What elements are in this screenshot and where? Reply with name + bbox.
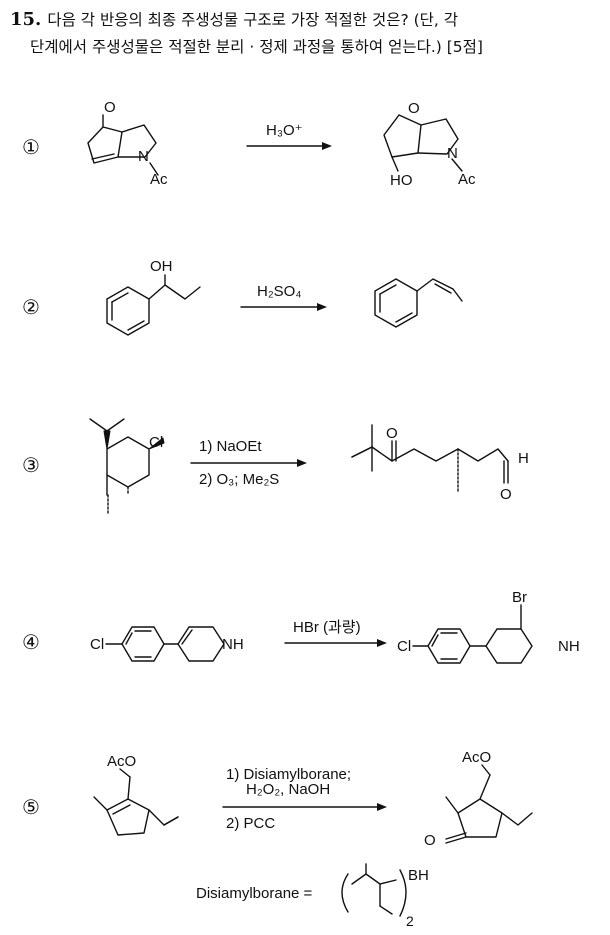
- reaction-2-sm-oh: OH: [150, 258, 173, 275]
- reaction-2-product: [374, 278, 463, 328]
- reaction-3-reagent-1: 1) NaOEt: [199, 438, 262, 455]
- bracket-right: [399, 869, 407, 917]
- reaction-4: Cl NH HBr (과량) Cl Br NH: [90, 589, 580, 664]
- reaction-3-prod-o2: O: [500, 486, 512, 503]
- disiamylborane-footnote: Disiamylborane = BH 2: [196, 863, 429, 929]
- reaction-5-product: AcO O: [424, 749, 533, 849]
- reaction-2-starting-material: OH: [106, 258, 201, 336]
- reaction-3: Cl 1) NaOEt 2) O₃; Me₂S O O H: [89, 418, 529, 516]
- reaction-5-starting-material: AcO: [93, 753, 179, 836]
- bracket-left: [341, 873, 349, 913]
- reaction-3-sm-cl: Cl: [149, 434, 163, 451]
- reaction-4-sm-cl: Cl: [90, 636, 104, 653]
- reaction-1-reagent: H₃O⁺: [266, 122, 303, 139]
- reaction-4-reagent: HBr (과량): [293, 619, 361, 636]
- reaction-1-prod-ac: Ac: [458, 171, 476, 188]
- disiamylborane-bh: BH: [408, 867, 429, 884]
- reaction-5-reagent-2: 2) PCC: [226, 815, 275, 832]
- choice-3-mark[interactable]: ③: [22, 453, 40, 477]
- reaction-4-starting-material: Cl NH: [90, 626, 244, 662]
- reaction-1-prod-n: N: [447, 145, 458, 162]
- question-text-line2: 단계에서 주생성물은 적절한 분리 · 정제 과정을 통하여 얻는다.) [5점…: [30, 38, 483, 56]
- choice-5-mark[interactable]: ⑤: [22, 795, 40, 819]
- choice-1-mark[interactable]: ①: [22, 135, 40, 159]
- reaction-2-reagent: H₂SO₄: [257, 283, 301, 300]
- reaction-5-prod-o: O: [424, 832, 436, 849]
- reaction-1-prod-ho: HO: [390, 172, 413, 189]
- reaction-1-sm-ac: Ac: [150, 171, 168, 188]
- reaction-3-starting-material: Cl: [89, 418, 165, 516]
- reaction-1: O N Ac H₃O⁺ O N HO Ac: [87, 99, 476, 189]
- disiamylborane-label: Disiamylborane =: [196, 885, 313, 902]
- reaction-4-prod-br: Br: [512, 589, 527, 606]
- reaction-5-reagent-1: 1) Disiamylborane;: [226, 766, 351, 783]
- choice-2-mark[interactable]: ②: [22, 295, 40, 319]
- question-text-line1: 다음 각 반응의 최종 주생성물 구조로 가장 적절한 것은? (단, 각: [47, 11, 459, 29]
- reaction-4-product: Cl Br NH: [397, 589, 580, 664]
- reaction-1-product: O N HO Ac: [383, 100, 476, 189]
- reaction-3-reagent-2: 2) O₃; Me₂S: [199, 471, 279, 488]
- reaction-5-prod-aco: AcO: [462, 749, 491, 766]
- reaction-4-prod-cl: Cl: [397, 638, 411, 655]
- reaction-3-prod-o1: O: [386, 425, 398, 442]
- question-header: 15. 다음 각 반응의 최종 주생성물 구조로 가장 적절한 것은? (단, 각…: [10, 6, 602, 61]
- reaction-3-prod-h: H: [518, 450, 529, 467]
- reaction-4-prod-nh: NH: [558, 638, 580, 655]
- reaction-4-sm-nh: NH: [222, 636, 244, 653]
- choice-4-mark[interactable]: ④: [22, 630, 40, 654]
- reaction-5: AcO 1) Disiamylborane; H₂O₂, NaOH 2) PCC…: [93, 749, 533, 849]
- reaction-1-starting-material: O N Ac: [87, 99, 168, 188]
- reaction-5-reagent-1b: H₂O₂, NaOH: [246, 781, 330, 798]
- reaction-3-product: O O H: [351, 424, 529, 503]
- reaction-5-sm-aco: AcO: [107, 753, 136, 770]
- reaction-1-sm-n: N: [138, 148, 149, 165]
- question-number: 15.: [10, 9, 42, 30]
- reaction-1-sm-o: O: [104, 99, 116, 116]
- reaction-2: OH H₂SO₄: [106, 258, 463, 336]
- disiamylborane-subscript: 2: [406, 913, 414, 929]
- reaction-1-prod-o: O: [408, 100, 420, 117]
